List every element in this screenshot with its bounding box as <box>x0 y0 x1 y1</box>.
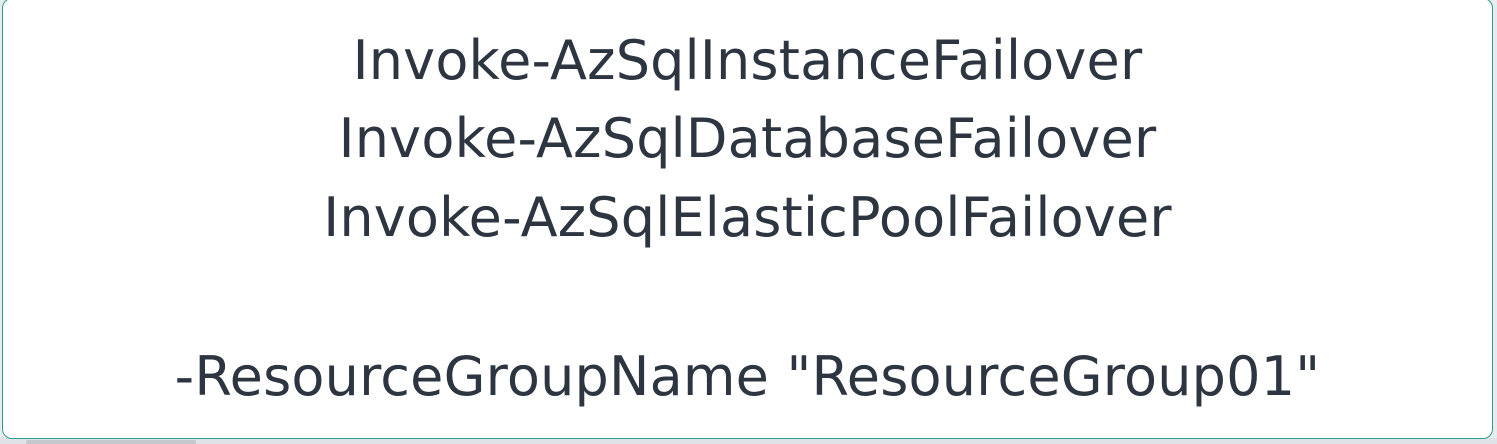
command-line-instance-failover: Invoke-AzSqlInstanceFailover <box>352 29 1143 92</box>
resource-group-parameter-line: -ResourceGroupName "ResourceGroup01" <box>174 345 1321 408</box>
background-window-snippet <box>26 440 196 444</box>
background-window-strip <box>0 438 1497 444</box>
command-line-elastic-pool-failover: Invoke-AzSqlElasticPoolFailover <box>323 186 1172 249</box>
command-line-database-failover: Invoke-AzSqlDatabaseFailover <box>338 107 1157 170</box>
